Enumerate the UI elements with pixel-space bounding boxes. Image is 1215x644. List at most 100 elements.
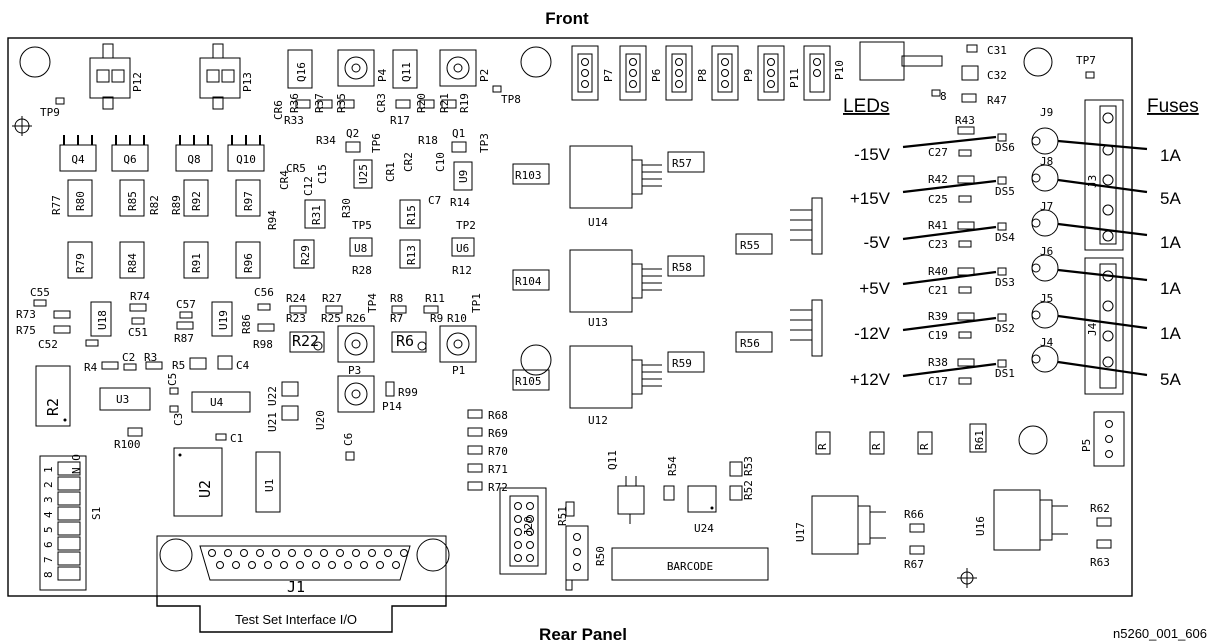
svg-text:R25: R25 [321,312,341,325]
led-ds2 [997,313,1007,322]
svg-text:R4: R4 [84,361,98,374]
svg-text:R39: R39 [928,310,948,323]
svg-text:R70: R70 [488,445,508,458]
svg-text:R97: R97 [242,191,255,211]
svg-text:R52: R52 [742,480,755,500]
svg-text:R84: R84 [126,253,139,273]
resistor-r56 [735,331,773,353]
svg-text:CR6: CR6 [272,100,285,120]
regulator-u13: R104 U13 R58 [512,249,705,329]
svg-text:R8: R8 [390,292,403,305]
svg-text:8: 8 [42,571,55,578]
svg-text:R36: R36 [288,93,301,113]
svg-text:C56: C56 [254,286,274,299]
lower-left-cluster: R4 C2 R3 R5 C4 R2 C5 U3 U4 U22 U21 U20 C… [35,351,355,517]
svg-text:P5: P5 [1080,439,1093,452]
svg-text:U25: U25 [357,164,370,184]
led-ds4 [997,222,1007,231]
svg-text:P12: P12 [131,72,144,92]
led-ds5 [997,176,1007,185]
svg-text:R75: R75 [16,324,36,337]
mounting-hole [416,538,450,572]
svg-text:Q16: Q16 [295,62,308,82]
svg-text:CR2: CR2 [402,152,415,172]
svg-text:-12V: -12V [854,324,891,343]
svg-text:R: R [870,443,883,450]
tp8-label: TP8 [501,93,521,106]
svg-text:R27: R27 [322,292,342,305]
connector-tab [156,596,447,633]
svg-text:U17: U17 [794,522,807,542]
svg-text:C25: C25 [928,193,948,206]
svg-text:J1: J1 [287,578,305,596]
svg-text:R79: R79 [74,253,87,273]
led-row: R42 C25 DS5 J8 +15V 5A [850,155,1182,208]
led-ds1 [997,359,1007,368]
svg-text:R3: R3 [144,351,157,364]
svg-text:R63: R63 [1090,556,1110,569]
svg-text:7: 7 [42,556,55,563]
led-row: R38 C17 DS1 J4 +12V 5A [850,336,1182,389]
header-p6: P6 [619,45,663,101]
fiducial-mark [12,116,32,136]
svg-text:J7: J7 [1040,200,1053,213]
svg-text:R67: R67 [904,558,924,571]
svg-text:C2: C2 [122,351,135,364]
svg-text:P9: P9 [742,69,755,82]
transistor-q8: Q8 [175,135,213,172]
svg-text:R58: R58 [672,261,692,274]
r56-label: R56 [740,337,760,350]
r55-label: R55 [740,239,760,252]
svg-text:TP5: TP5 [352,219,372,232]
transistor-q11: Q11 [392,49,418,89]
svg-text:1: 1 [42,466,55,473]
svg-text:-15V: -15V [854,145,891,164]
svg-text:R99: R99 [398,386,418,399]
led-row: R41 C23 DS4 J7 -5V 1A [864,200,1182,252]
svg-text:TP2: TP2 [456,219,476,232]
svg-text:DS1: DS1 [995,367,1015,380]
svg-text:J4: J4 [1086,322,1099,336]
svg-text:Q4: Q4 [71,153,85,166]
svg-text:R37: R37 [313,93,326,113]
svg-text:DS5: DS5 [995,185,1015,198]
board-outline [7,37,1133,597]
fuse-j7 [1031,209,1059,237]
svg-text:R38: R38 [928,356,948,369]
svg-text:R71: R71 [488,463,508,476]
svg-text:TP1: TP1 [470,293,483,313]
svg-text:R86: R86 [240,314,253,334]
svg-text:4: 4 [42,511,55,518]
leds-header: LEDs [843,96,889,117]
svg-text:C10: C10 [434,152,447,172]
center-lower-cluster: R24 R27 R23 R25 R26 TP4 R8 R11 TP1 R7 R9… [286,292,483,413]
svg-text:1A: 1A [1160,279,1181,298]
svg-text:P7: P7 [602,69,615,82]
heatsink-tab [901,55,943,67]
svg-text:J5: J5 [1040,292,1053,305]
svg-text:R69: R69 [488,427,508,440]
svg-text:P13: P13 [241,72,254,92]
svg-text:DS3: DS3 [995,276,1015,289]
svg-text:R103: R103 [515,169,542,182]
resistor-array: R80 R85 R92 R97 R79 R84 R91 R96 R77 R82 … [50,179,279,279]
header-p7: P7 [571,45,615,101]
svg-text:R92: R92 [190,191,203,211]
connector-label: Test Set Interface I/O [235,612,357,627]
svg-text:J9: J9 [1040,106,1053,119]
svg-text:R74: R74 [130,290,150,303]
svg-text:R54: R54 [666,456,679,476]
svg-text:R10: R10 [447,312,467,325]
svg-text:R80: R80 [74,191,87,211]
svg-text:Q10: Q10 [236,153,256,166]
power-module [790,197,823,357]
svg-text:J6: J6 [1040,245,1053,258]
svg-text:BARCODE: BARCODE [667,560,713,573]
led-ds6 [997,133,1007,142]
fuse-j5 [1031,301,1059,329]
svg-text:R100: R100 [114,438,141,451]
led-ds3 [997,267,1007,276]
svg-text:R15: R15 [405,205,418,225]
svg-text:C5: C5 [166,373,179,386]
test-point-tp9 [55,97,65,105]
